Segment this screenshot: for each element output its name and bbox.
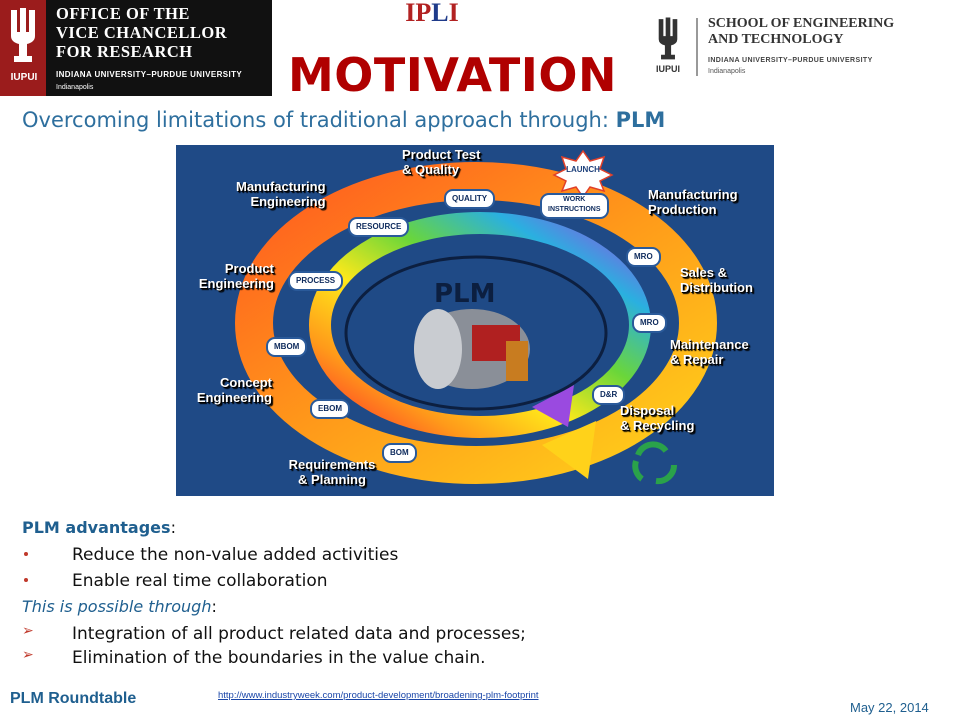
advantages-heading: PLM advantages: xyxy=(22,518,176,537)
slide-subtitle: Overcoming limitations of traditional ap… xyxy=(22,108,666,132)
phase-sales-distribution: Sales & Distribution xyxy=(680,265,753,295)
phase-requirements-planning: Requirements & Planning xyxy=(288,457,376,487)
node-dr: D&R xyxy=(592,385,626,405)
phase-maintenance-repair: Maintenance & Repair xyxy=(670,337,749,367)
node-mro-2: MRO xyxy=(632,313,667,333)
arrow-bullet-icon: ➢ xyxy=(22,647,34,663)
bullet-dot-icon xyxy=(24,552,28,556)
node-bom: BOM xyxy=(382,443,417,463)
office-university: INDIANA UNIVERSITY–PURDUE UNIVERSITY xyxy=(56,70,243,79)
node-ebom: EBOM xyxy=(310,399,350,419)
arrow-bullet-icon: ➢ xyxy=(22,623,34,639)
phase-concept-engineering: Concept Engineering xyxy=(196,375,272,405)
office-city: Indianapolis xyxy=(56,84,94,91)
phase-product-test: Product Test & Quality xyxy=(402,147,481,177)
node-quality: QUALITY xyxy=(444,189,496,209)
through-heading: This is possible through: xyxy=(22,597,217,616)
node-mbom: MBOM xyxy=(266,337,308,357)
vcr-logo: IUPUI OFFICE OF THE VICE CHANCELLOR FOR … xyxy=(0,0,272,96)
phase-manufacturing-engineering: Manufacturing Engineering xyxy=(236,179,326,209)
iupui-mark: IUPUI xyxy=(655,64,680,74)
node-resource: RESOURCE xyxy=(348,217,410,237)
iu-trident-icon: IUPUI xyxy=(0,0,46,96)
school-city: Indianapolis xyxy=(708,68,746,75)
lifecycle-ring-graphic xyxy=(235,149,717,485)
ipli-brand: IPLI xyxy=(405,0,459,27)
office-title: OFFICE OF THE VICE CHANCELLOR FOR RESEAR… xyxy=(56,4,228,61)
footer-event-name: PLM Roundtable xyxy=(10,690,137,707)
node-work-instructions: WORK INSTRUCTIONS xyxy=(540,193,609,219)
plm-lifecycle-diagram: LAUNCH PLM Product Test & Quality Manufa… xyxy=(176,145,774,496)
school-university: INDIANA UNIVERSITY–PURDUE UNIVERSITY xyxy=(708,57,873,64)
source-link[interactable]: http://www.industryweek.com/product-deve… xyxy=(218,690,539,701)
phase-disposal-recycling: Disposal & Recycling xyxy=(620,403,695,433)
footer-date: May 22, 2014 xyxy=(850,700,929,715)
iupui-mark: IUPUI xyxy=(10,72,38,83)
phase-manufacturing-production: Manufacturing Production xyxy=(648,187,738,217)
node-mro-1: MRO xyxy=(626,247,661,267)
school-title: SCHOOL OF ENGINEERING AND TECHNOLOGY xyxy=(708,16,895,47)
recycle-icon xyxy=(632,441,678,485)
iu-trident-icon xyxy=(658,17,678,60)
node-process: PROCESS xyxy=(288,271,344,291)
bullet-dot-icon xyxy=(24,578,28,582)
logo-divider xyxy=(696,18,698,76)
plm-center-label: PLM xyxy=(434,279,496,309)
phase-product-engineering: Product Engineering xyxy=(198,261,274,291)
page-title: MOTIVATION xyxy=(288,48,617,102)
engineering-school-logo: IUPUI SCHOOL OF ENGINEERING AND TECHNOLO… xyxy=(642,14,960,84)
launch-starburst: LAUNCH xyxy=(566,165,600,174)
